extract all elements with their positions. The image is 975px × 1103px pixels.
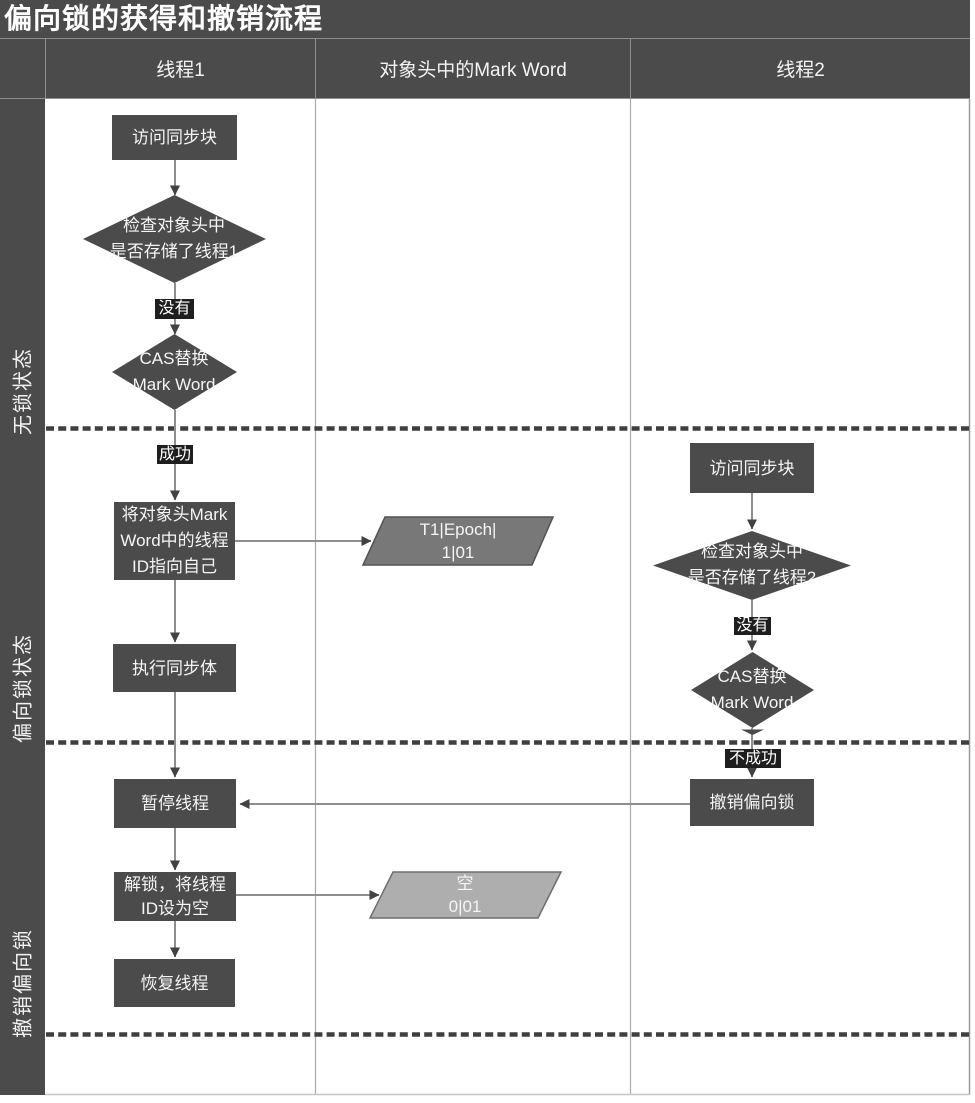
node-t1-execute-sync-body: 执行同步体 [113,644,236,692]
parallelogram-markword-empty [368,871,563,919]
parallelogram-markword-biased-t1 [361,516,555,566]
node-t1-pause-thread: 暂停线程 [114,779,236,828]
node-t1-unlock-clear-id: 解锁，将线程 ID设为空 [114,872,236,921]
lane-header-markword-label: 对象头中的Mark Word [379,60,567,81]
diamond-t2-check-header [653,531,851,600]
node-t1-set-thread-id: 将对象头Mark Word中的线程 ID指向自己 [114,502,235,580]
node-t1-access-sync-block: 访问同步块 [112,115,237,160]
lane-header-row: 线程1 对象头中的Mark Word 线程2 [0,38,970,99]
lane-header-thread2-label: 线程2 [776,60,825,81]
node-t1-resume-thread: 恢复线程 [114,959,235,1007]
node-t2-access-sync-block: 访问同步块 [690,443,814,493]
badge-t1-no: 没有 [155,299,194,319]
state-label-revoke: 撤销偏向锁 [12,928,35,1038]
lane-header-thread2: 线程2 [630,39,970,98]
badge-t2-fail: 不成功 [725,749,781,768]
lane-header-thread1: 线程1 [45,39,315,98]
state-sidebar [0,99,45,1095]
badge-t2-no: 没有 [734,617,771,635]
lane-header-markword: 对象头中的Mark Word [315,39,630,98]
lane-header-corner [0,39,45,98]
title-band: 偏向锁的获得和撤销流程 [0,0,970,38]
state-label-lock-free: 无锁状态 [12,347,35,435]
node-t2-revoke-biased-lock: 撤销偏向锁 [690,779,814,826]
lane-header-thread1-label: 线程1 [156,60,205,81]
diamond-t2-cas-replace [691,652,814,728]
diamond-t1-check-header [83,195,266,283]
diamond-t1-cas-replace [112,334,237,410]
badge-t1-success: 成功 [157,445,193,464]
flat-arrowhead-t2-cas [741,729,764,735]
page-title: 偏向锁的获得和撤销流程 [4,3,324,34]
state-label-biased: 偏向锁状态 [12,633,35,743]
